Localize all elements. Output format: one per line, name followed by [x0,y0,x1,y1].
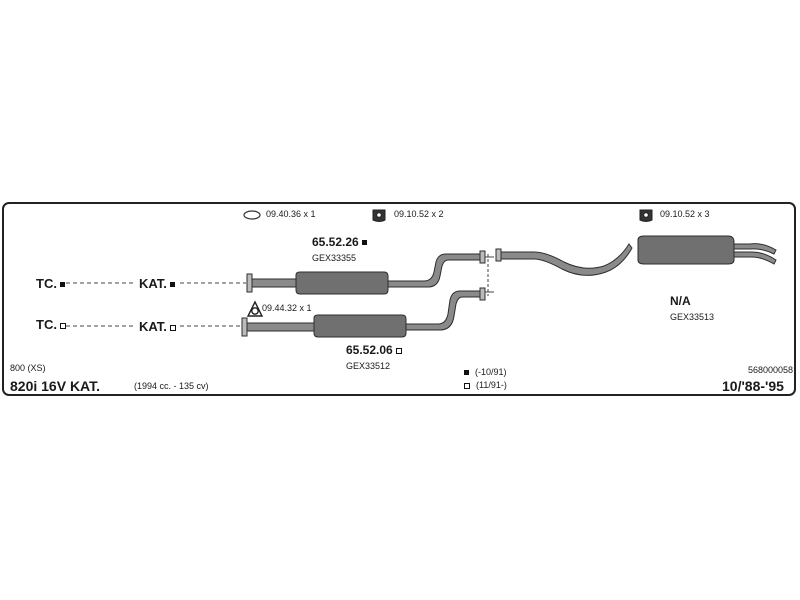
part-ref-front-lower: GEX33512 [346,361,391,371]
open-square-icon [395,347,402,354]
rear-section [495,235,777,276]
filled-square-icon [464,370,469,376]
rear-muffler [637,235,735,265]
part-ref-front-upper: GEX33355 [312,253,357,263]
leader-lines [66,282,246,327]
exhaust-diagram [66,209,777,338]
rear-inlet-pipe [500,243,633,276]
gasket-ring-icon [243,210,261,220]
front-lower-inlet-pipe [246,322,317,332]
vehicle-series: 800 (XS) [10,363,46,373]
part-code-front-upper: 65.52.26 [312,236,367,248]
front-upper-flange [246,273,253,293]
gasket-label: 09.40.36 x 1 [266,209,316,219]
front-lower-clamp [479,287,486,301]
diagram-panel: 09.40.36 x 1 09.10.52 x 2 09.10.52 x 3 0… [2,202,796,396]
front-lower-muffler [313,314,407,338]
vehicle-engine: (1994 cc. - 135 cv) [134,381,209,391]
part-ref-rear: GEX33513 [670,312,715,322]
tc-lower-label: TC. [36,318,66,331]
flange-gasket-label: 09.44.32 x 1 [262,303,312,313]
open-square-icon [169,324,176,331]
filled-square-icon [361,240,367,246]
open-square-icon [59,322,66,329]
legend-filled: (-10/91) [464,368,507,377]
rear-clamp [495,248,502,262]
rear-tailpipe-lower [733,251,777,265]
front-upper-muffler [295,271,389,295]
front-lower-flange [241,317,248,337]
front-upper-clamp [479,250,486,264]
diagram-number: 568000058 [748,365,794,375]
hanger-front-label: 09.10.52 x 2 [394,209,444,219]
rear-tailpipe-upper [733,243,777,255]
joint-bracket [485,254,494,296]
part-code-front-lower: 65.52.06 [346,344,402,356]
front-lower-section [241,287,486,338]
front-upper-section [246,250,486,295]
front-upper-inlet-pipe [251,278,299,288]
vehicle-years: 10/'88-'95 [722,378,784,394]
hanger-rear-label: 09.10.52 x 3 [660,209,710,219]
front-lower-outlet-pipe [405,290,483,331]
hanger-front-icon [372,209,386,222]
vehicle-model: 820i 16V KAT. [10,378,101,394]
legend-open: (11/91-) [464,381,507,390]
filled-square-icon [169,282,175,288]
flange-gasket-icon [246,300,264,317]
front-upper-outlet-pipe [387,253,483,288]
filled-square-icon [59,282,65,288]
kat-lower-label: KAT. [139,320,176,333]
hanger-rear-icon [639,209,653,222]
open-square-icon [464,382,470,389]
tc-upper-label: TC. [36,277,65,290]
kat-upper-label: KAT. [139,277,175,290]
part-code-rear: N/A [670,294,691,308]
